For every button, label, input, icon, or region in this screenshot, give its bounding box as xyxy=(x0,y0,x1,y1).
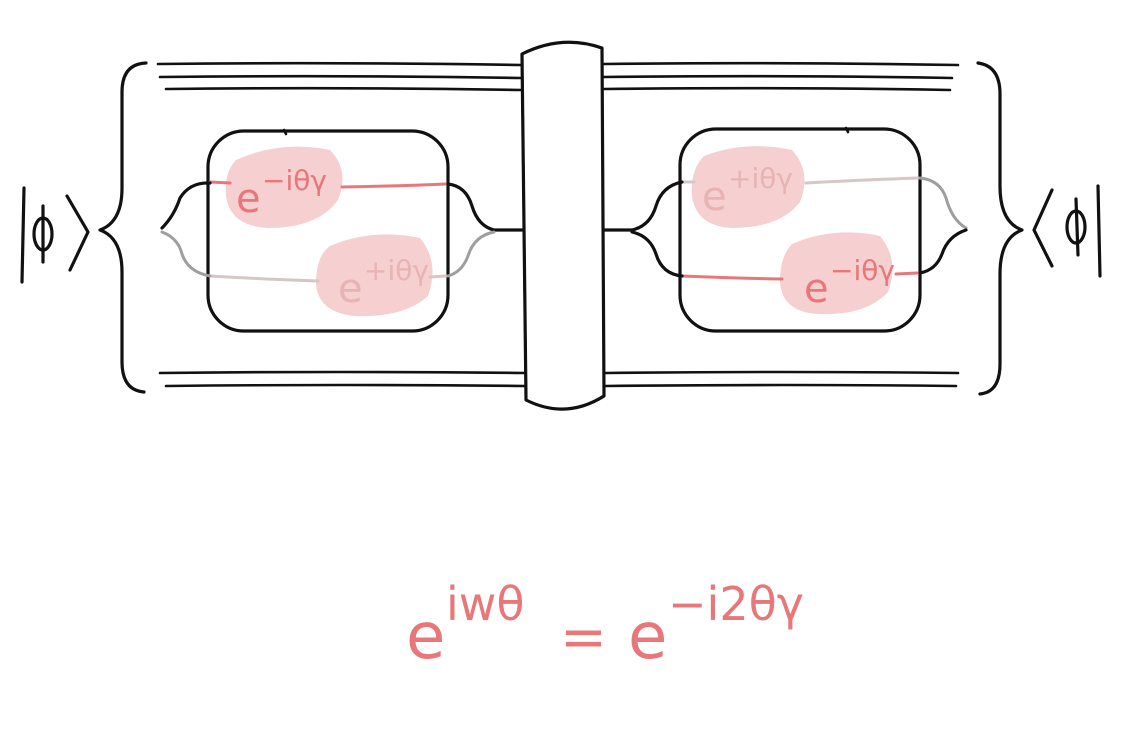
svg-text:e: e xyxy=(236,176,261,222)
bra-phi-icon xyxy=(1032,184,1102,278)
equation-equals: = xyxy=(560,605,607,670)
right-top-blob xyxy=(691,146,805,228)
right-box-wiring xyxy=(602,176,968,278)
svg-text:−iθγ: −iθγ xyxy=(262,164,327,197)
right-top-phase-label: e +iθγ xyxy=(702,162,793,220)
svg-text:+iθγ: +iθγ xyxy=(728,162,793,195)
svg-text:+iθγ: +iθγ xyxy=(364,254,429,287)
left-bottom-phase-label: e +iθγ xyxy=(338,254,429,312)
left-phase-box xyxy=(206,128,450,333)
equation-rhs-exponent: −i2θγ xyxy=(668,577,804,631)
equation-rhs-base: e xyxy=(628,600,667,674)
right-bottom-blob xyxy=(780,232,893,315)
ket-phi-icon xyxy=(20,186,90,284)
svg-text:−iθγ: −iθγ xyxy=(830,254,895,287)
left-top-blob xyxy=(225,146,343,228)
svg-text:e: e xyxy=(702,174,727,220)
left-box-wiring xyxy=(160,181,524,278)
svg-text:e: e xyxy=(338,266,363,312)
central-pillar xyxy=(520,40,606,411)
left-bottom-blob xyxy=(316,234,433,317)
equation-lhs-base: e xyxy=(406,600,445,674)
phase-equation: e iwθ = e −i2θγ xyxy=(406,577,804,674)
left-brace xyxy=(98,61,148,394)
left-top-phase-label: e −iθγ xyxy=(236,164,327,222)
svg-text:e: e xyxy=(804,266,829,312)
right-phase-box xyxy=(678,126,922,333)
top-wire-bundle xyxy=(156,61,960,92)
equation-lhs-exponent: iwθ xyxy=(446,577,525,631)
right-bottom-phase-label: e −iθγ xyxy=(804,254,895,312)
right-brace xyxy=(976,61,1024,396)
bottom-wire-bundle xyxy=(158,370,960,388)
